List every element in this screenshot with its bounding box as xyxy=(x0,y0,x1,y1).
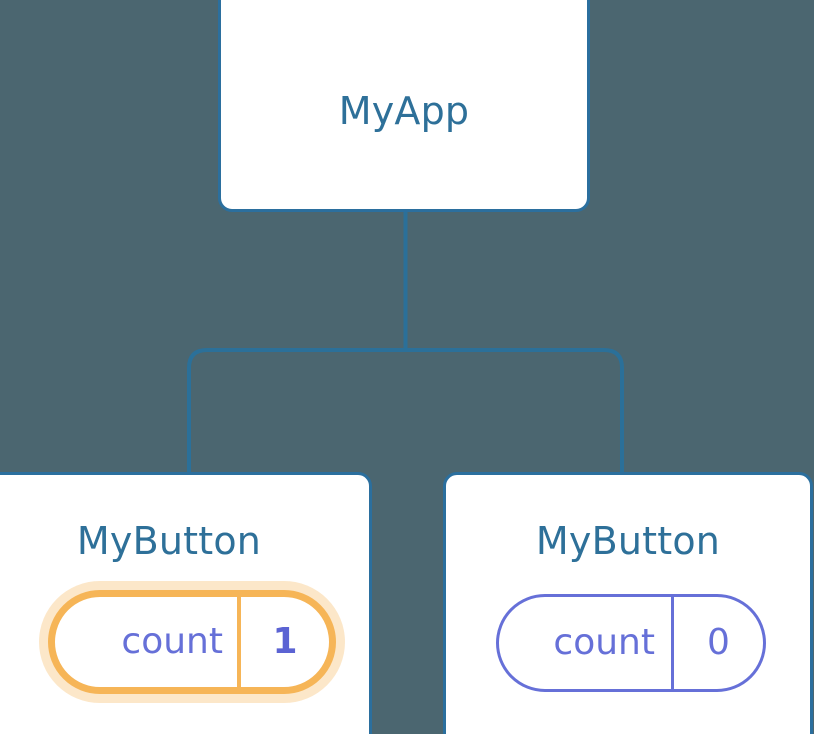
state-pill-count-highlighted[interactable]: count 1 xyxy=(48,590,336,694)
state-pill-value: 1 xyxy=(237,597,329,687)
node-mybutton-right-title: MyButton xyxy=(535,519,721,563)
state-pill-label: count xyxy=(121,621,223,662)
node-myapp-title: MyApp xyxy=(338,89,470,133)
state-pill-label: count xyxy=(553,622,655,663)
node-mybutton-left[interactable]: MyButton count 1 xyxy=(0,472,372,734)
node-mybutton-right[interactable]: MyButton count 0 xyxy=(443,472,813,734)
connector-branch-bar xyxy=(187,348,624,474)
node-myapp[interactable]: MyApp xyxy=(218,0,590,212)
node-mybutton-left-title: MyButton xyxy=(76,519,262,563)
state-pill-value: 0 xyxy=(671,597,763,689)
state-pill-count[interactable]: count 0 xyxy=(496,594,766,692)
